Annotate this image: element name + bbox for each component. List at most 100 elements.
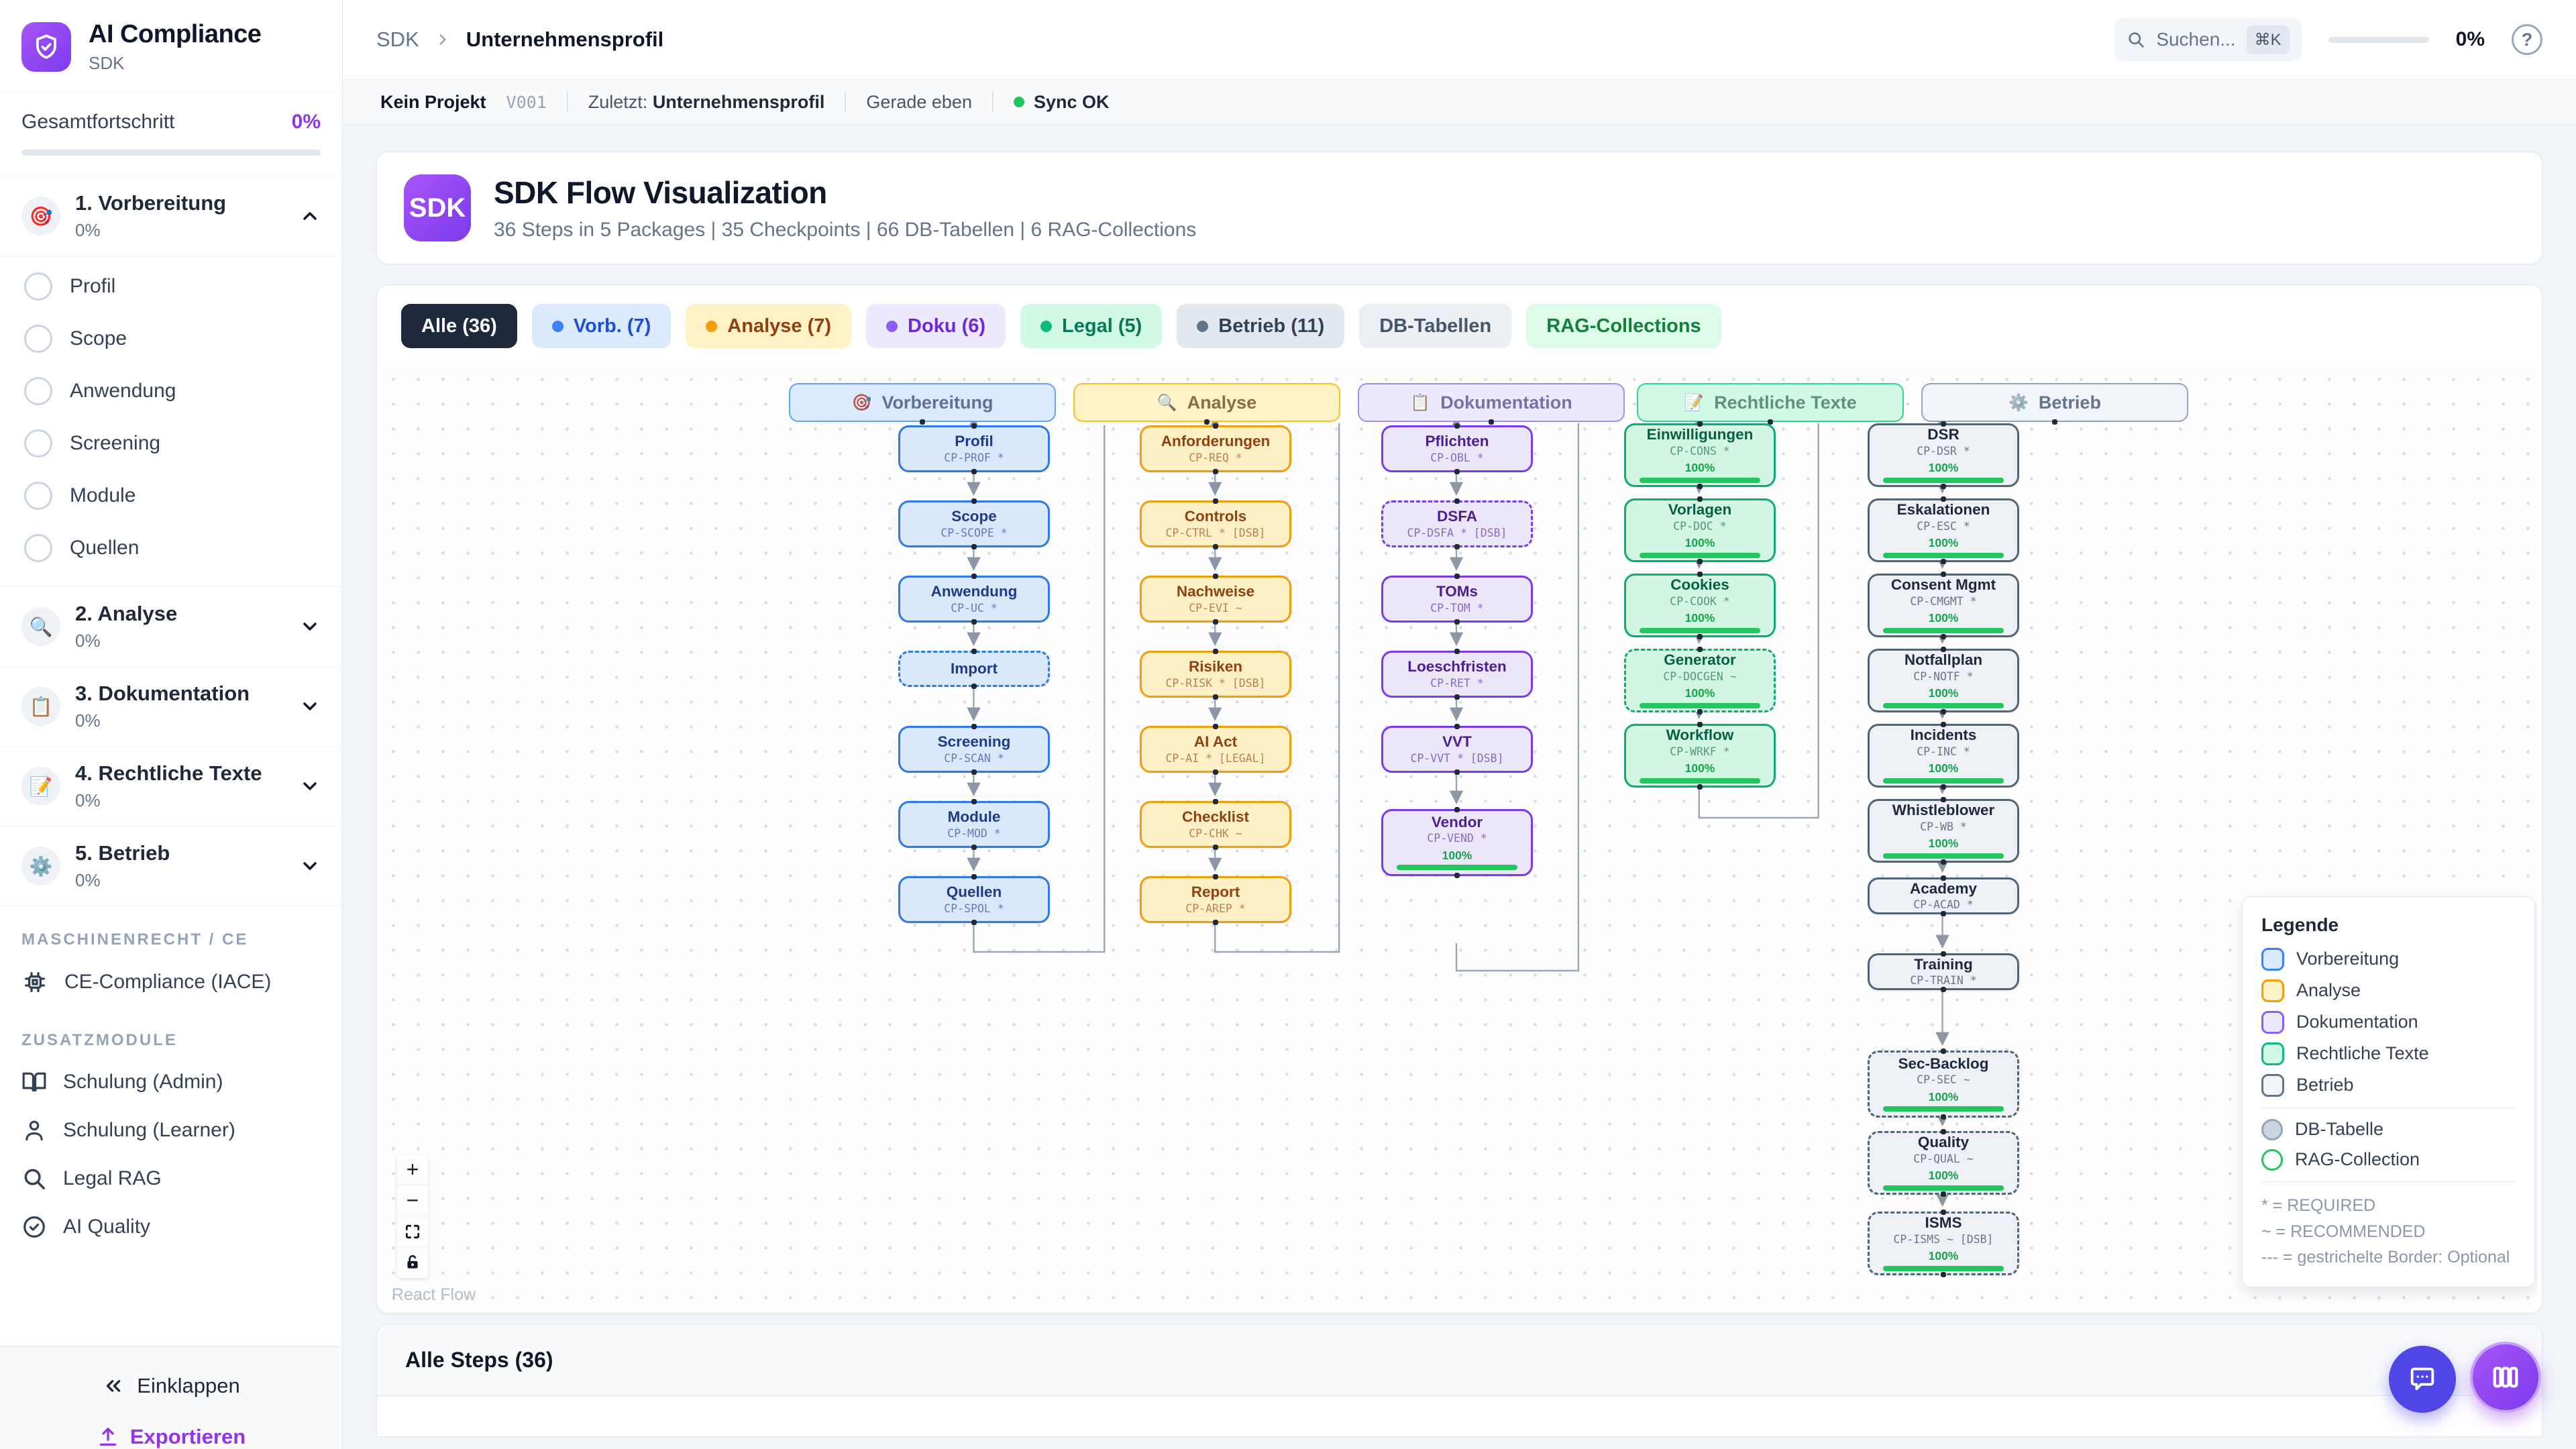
flow-package-header-dokumentation[interactable]: 📋Dokumentation: [1358, 383, 1625, 425]
filter-pill[interactable]: Analyse (7): [686, 304, 852, 348]
filter-pill[interactable]: Alle (36): [401, 304, 517, 348]
sidebar-item-ai-quality[interactable]: AI Quality: [0, 1203, 342, 1251]
chevron-up-icon: [303, 212, 317, 220]
flow-legend: Legende Vorbereitung Analyse Dokumentati…: [2242, 896, 2535, 1287]
header-progress-value: 0%: [2455, 28, 2485, 50]
sidebar-phase[interactable]: ⚙️ 5. Betrieb 0%: [0, 826, 342, 906]
node-progress-bar: [1882, 1265, 2004, 1271]
filter-pill[interactable]: Doku (6): [866, 304, 1006, 348]
filter-pill[interactable]: Legal (5): [1020, 304, 1163, 348]
step-status-circle-icon: [24, 429, 52, 458]
status-bar: Kein Projekt V001 Zuletzt: Unternehmensp…: [343, 79, 2576, 125]
page-title: SDK Flow Visualization: [494, 175, 827, 210]
node-progress-bar: [1396, 865, 1518, 871]
package-icon: 📋: [1410, 393, 1431, 412]
flow-package-header-vorbereitung[interactable]: 🎯Vorbereitung: [789, 383, 1056, 425]
double-chevron-left-icon: [107, 1380, 121, 1392]
flow-package-header-rechtliche-texte[interactable]: 📝Rechtliche Texte: [1637, 383, 1904, 425]
filter-dot-icon: [706, 320, 718, 332]
chevron-down-icon: [303, 702, 317, 710]
sidebar-step-item[interactable]: Quellen: [0, 522, 342, 574]
sidebar-phase[interactable]: 📝 4. Rechtliche Texte 0%: [0, 747, 342, 826]
sidebar-step-item[interactable]: Screening: [0, 417, 342, 470]
kanban-fab-button[interactable]: [2470, 1342, 2541, 1413]
filter-pill[interactable]: RAG-Collections: [1526, 304, 1721, 348]
collapse-sidebar-button[interactable]: Einklappen: [102, 1374, 240, 1398]
react-flow-canvas[interactable]: Legende Vorbereitung Analyse Dokumentati…: [381, 367, 2538, 1309]
zoom-out-button[interactable]: −: [397, 1185, 428, 1216]
legend-category-row: Rechtliche Texte: [2261, 1042, 2516, 1065]
flow-package-header-analyse[interactable]: 🔍Analyse: [1073, 383, 1340, 425]
sidebar-footer: Einklappen Exportieren: [0, 1346, 342, 1449]
sidebar-phase[interactable]: 🔍 2. Analyse 0%: [0, 587, 342, 667]
search-shortcut-badge: ⌘K: [2246, 25, 2290, 54]
sidebar-item-schulung-admin[interactable]: Schulung (Admin): [0, 1058, 342, 1106]
help-icon[interactable]: [2512, 24, 2542, 55]
sidebar-step-item[interactable]: Anwendung: [0, 365, 342, 417]
overall-progress: Gesamtfortschritt 0%: [0, 92, 342, 176]
filter-pill[interactable]: Betrieb (11): [1177, 304, 1345, 348]
chat-fab-button[interactable]: [2389, 1346, 2456, 1413]
breadcrumb-sdk[interactable]: SDK: [376, 28, 419, 51]
sidebar-item-ce-compliance[interactable]: CE-Compliance (IACE): [0, 957, 342, 1007]
node-progress-value: 100%: [1442, 848, 1472, 862]
lock-button[interactable]: [397, 1247, 428, 1278]
package-icon: 🔍: [1157, 393, 1177, 412]
sidebar-step-item[interactable]: Profil: [0, 260, 342, 313]
sidebar-item-schulung-learner[interactable]: Schulung (Learner): [0, 1106, 342, 1155]
sidebar-step-item[interactable]: Scope: [0, 313, 342, 365]
filter-pill[interactable]: DB-Tabellen: [1359, 304, 1512, 348]
phase-title: 5. Betrieb: [75, 841, 170, 865]
flow-node-import[interactable]: Import: [898, 649, 1050, 689]
react-flow-attribution[interactable]: React Flow: [392, 1285, 476, 1304]
sidebar-phase[interactable]: 📋 3. Dokumentation 0%: [0, 667, 342, 747]
filter-pill[interactable]: Vorb. (7): [531, 304, 672, 348]
search-input[interactable]: Suchen... ⌘K: [2114, 18, 2302, 61]
legend-category-row: Vorbereitung: [2261, 947, 2516, 971]
zoom-in-button[interactable]: +: [397, 1155, 428, 1185]
breadcrumb: SDK Unternehmensprofil: [376, 28, 663, 52]
export-button[interactable]: Exportieren: [97, 1425, 246, 1449]
sidebar-phase-vorbereitung[interactable]: 🎯 1. Vorbereitung 0%: [0, 176, 342, 256]
sidebar-step-item[interactable]: Module: [0, 470, 342, 522]
flow-package-header-betrieb[interactable]: ⚙️Betrieb: [1921, 383, 2188, 425]
fit-view-button[interactable]: [397, 1216, 428, 1247]
legend-category-row: Dokumentation: [2261, 1010, 2516, 1034]
sidebar-item-legal-rag[interactable]: Legal RAG: [0, 1155, 342, 1203]
